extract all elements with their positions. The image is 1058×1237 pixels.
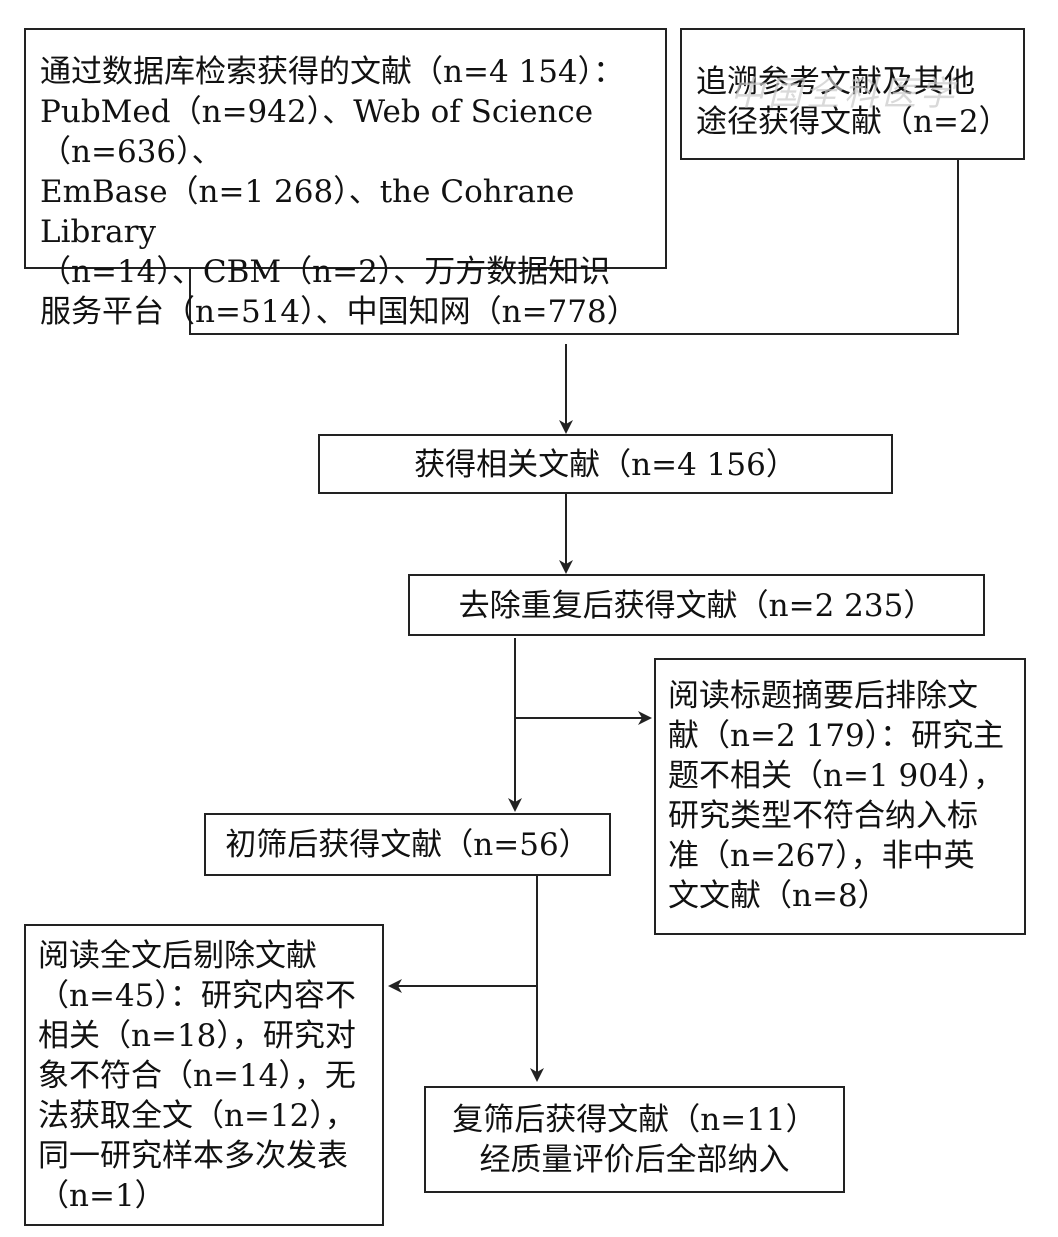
title-abstract-exclusion-box: 阅读标题摘要后排除文 献（n=2 179）：研究主 题不相关（n=1 904），… — [654, 658, 1026, 935]
final-screening-box: 复筛后获得文献（n=11） 经质量评价后全部纳入 — [424, 1086, 845, 1193]
other-sources-box: 追溯参考文献及其他 途径获得文献（n=2） — [680, 28, 1025, 160]
deduplicated-literature-box: 去除重复后获得文献（n=2 235） — [408, 574, 985, 636]
database-search-box: 通过数据库检索获得的文献（n=4 154）： PubMed（n=942）、Web… — [24, 28, 667, 330]
watermark: 中国全科医学 — [730, 74, 958, 114]
initial-screening-box: 初筛后获得文献（n=56） — [204, 813, 611, 876]
fulltext-exclusion-box: 阅读全文后剔除文献 （n=45）：研究内容不 相关（n=18），研究对 象不符合… — [24, 924, 384, 1226]
relevant-literature-box: 获得相关文献（n=4 156） — [318, 434, 893, 494]
